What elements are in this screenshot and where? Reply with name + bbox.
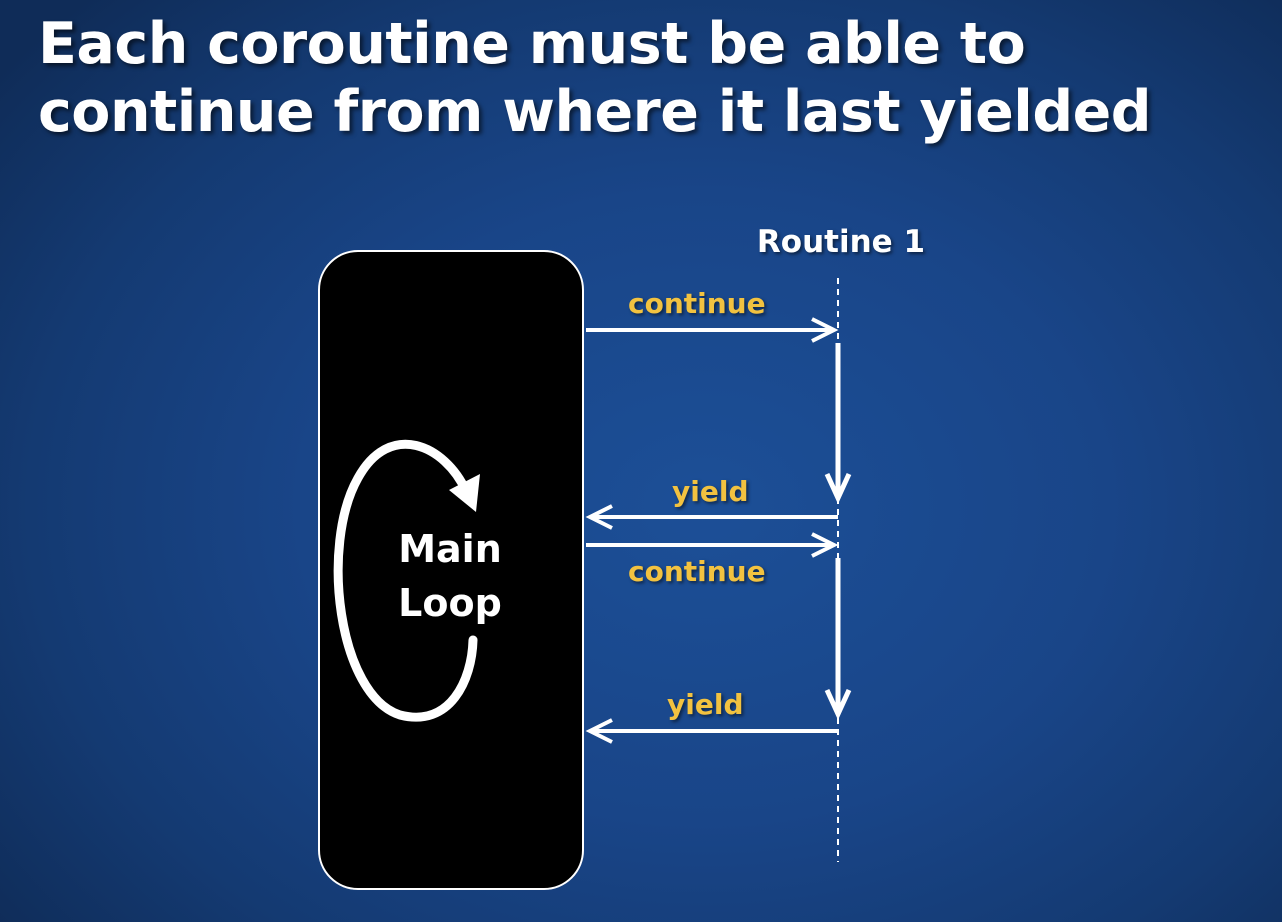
continue-arrow-2: [586, 532, 839, 558]
continue-label-1: continue: [628, 287, 766, 320]
yield-label-2: yield: [667, 688, 744, 721]
routine-title: Routine 1: [756, 224, 926, 260]
continue-arrow-1: [586, 317, 839, 343]
continue-label-2: continue: [628, 555, 766, 588]
main-loop-label-line1: Main: [398, 527, 502, 571]
main-loop-box: [318, 250, 584, 890]
yield-label-1: yield: [672, 475, 749, 508]
routine-active-segment-2: [824, 558, 852, 721]
main-loop-label-line2: Loop: [398, 581, 502, 625]
loop-cycle-icon: [333, 439, 480, 722]
yield-arrow-2: [585, 718, 838, 744]
yield-arrow-1: [585, 504, 838, 530]
routine-active-segment-1: [824, 343, 852, 505]
slide-title: Each coroutine must be able to continue …: [38, 11, 1152, 145]
main-loop-label: Main Loop: [355, 522, 545, 630]
